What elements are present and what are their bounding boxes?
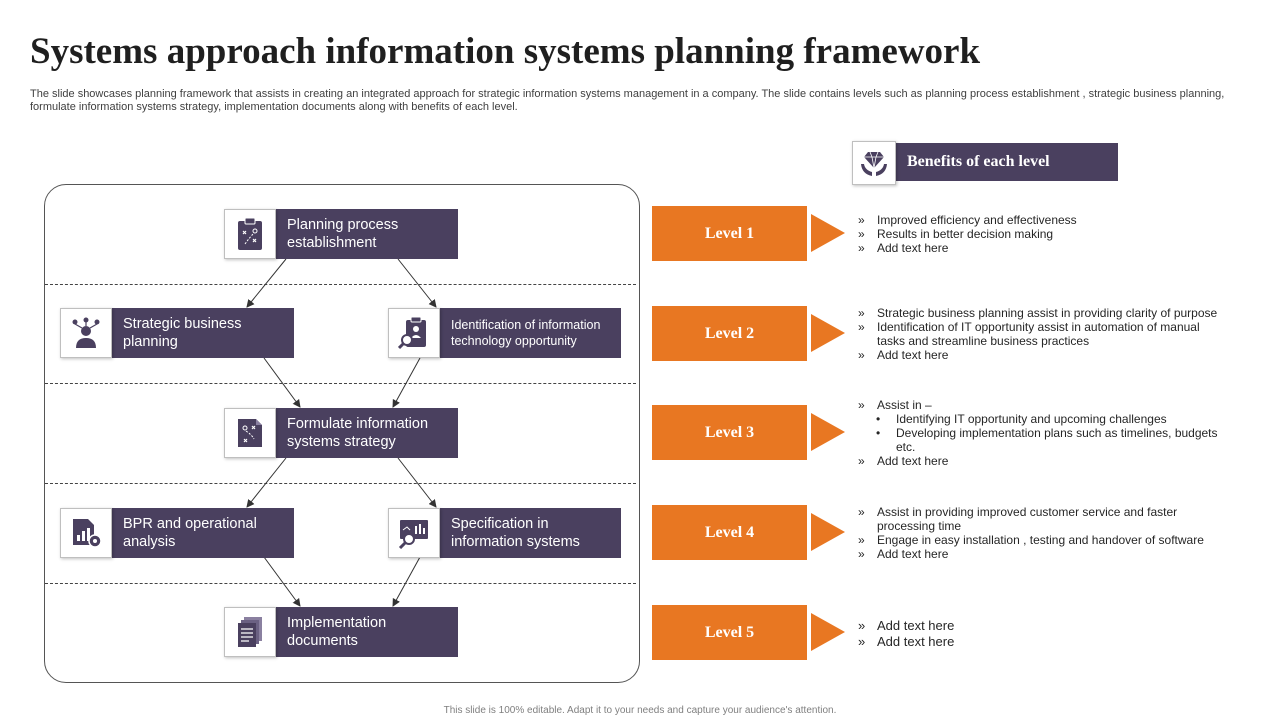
level-arrow — [811, 214, 845, 252]
node-label: Specification in information systems — [451, 516, 580, 550]
benefit-item: Add text here — [858, 241, 1228, 255]
business-network-icon — [60, 308, 112, 358]
node-label: BPR and operational analysis — [123, 516, 257, 550]
level-3-benefits: Assist in – Identifying IT opportunity a… — [858, 398, 1228, 468]
benefit-item: Add text here — [858, 454, 1228, 468]
node-bpr-operational-analysis[interactable]: BPR and operational analysis — [60, 508, 294, 558]
benefit-item: Add text here — [858, 348, 1228, 362]
node-label: Identification of information technology… — [451, 318, 601, 348]
benefit-subitem: Developing implementation plans such as … — [858, 426, 1228, 454]
clipboard-strategy-icon — [224, 209, 276, 259]
level-1-badge: Level 1 — [652, 206, 807, 261]
level-5-badge: Level 5 — [652, 605, 807, 660]
benefit-item: Add text here — [858, 547, 1228, 561]
node-formulate-is-strategy[interactable]: Formulate information systems strategy — [224, 408, 458, 458]
level-4-badge: Level 4 — [652, 505, 807, 560]
node-implementation-documents[interactable]: Implementation documents — [224, 607, 458, 657]
presentation-search-icon — [388, 508, 440, 558]
strategy-document-icon — [224, 408, 276, 458]
level-divider — [45, 583, 636, 584]
benefit-item: Add text here — [858, 634, 1228, 650]
level-arrow — [811, 513, 845, 551]
benefit-item: Assist in providing improved customer se… — [858, 505, 1228, 533]
clipboard-search-icon — [388, 308, 440, 358]
node-label: Planning process establishment — [287, 217, 399, 251]
level-5-benefits: Add text here Add text here — [858, 618, 1228, 650]
node-label: Formulate information systems strategy — [287, 416, 429, 450]
level-4-benefits: Assist in providing improved customer se… — [858, 505, 1228, 561]
benefit-item: Strategic business planning assist in pr… — [858, 306, 1228, 320]
benefit-item: Results in better decision making — [858, 227, 1228, 241]
benefit-subitem: Identifying IT opportunity and upcoming … — [858, 412, 1228, 426]
benefits-header: Benefits of each level — [852, 141, 1118, 185]
benefit-item: Improved efficiency and effectiveness — [858, 213, 1228, 227]
level-divider — [45, 383, 636, 384]
slide-subtitle: The slide showcases planning framework t… — [30, 88, 1225, 113]
level-arrow — [811, 613, 845, 651]
node-identification-it-opportunity[interactable]: Identification of information technology… — [388, 308, 621, 358]
level-divider — [45, 284, 636, 285]
report-gear-icon — [60, 508, 112, 558]
slide-footer: This slide is 100% editable. Adapt it to… — [443, 705, 837, 716]
benefit-item: Identification of IT opportunity assist … — [858, 320, 1228, 348]
node-label: Strategic business planning — [123, 316, 242, 350]
level-1-benefits: Improved efficiency and effectiveness Re… — [858, 213, 1228, 255]
hands-diamond-icon — [852, 141, 896, 185]
benefits-header-label: Benefits of each level — [907, 153, 1050, 170]
benefit-item: Engage in easy installation , testing an… — [858, 533, 1228, 547]
level-arrow — [811, 413, 845, 451]
documents-stack-icon — [224, 607, 276, 657]
flow-container — [44, 184, 640, 683]
level-2-badge: Level 2 — [652, 306, 807, 361]
node-specification-is[interactable]: Specification in information systems — [388, 508, 621, 558]
benefit-item: Add text here — [858, 618, 1228, 634]
level-arrow — [811, 314, 845, 352]
level-2-benefits: Strategic business planning assist in pr… — [858, 306, 1228, 362]
level-divider — [45, 483, 636, 484]
node-strategic-business-planning[interactable]: Strategic business planning — [60, 308, 294, 358]
slide-title: Systems approach information systems pla… — [30, 31, 981, 72]
node-label: Implementation documents — [287, 615, 387, 649]
node-planning-process[interactable]: Planning process establishment — [224, 209, 458, 259]
level-3-badge: Level 3 — [652, 405, 807, 460]
benefit-item: Assist in – — [858, 398, 1228, 412]
